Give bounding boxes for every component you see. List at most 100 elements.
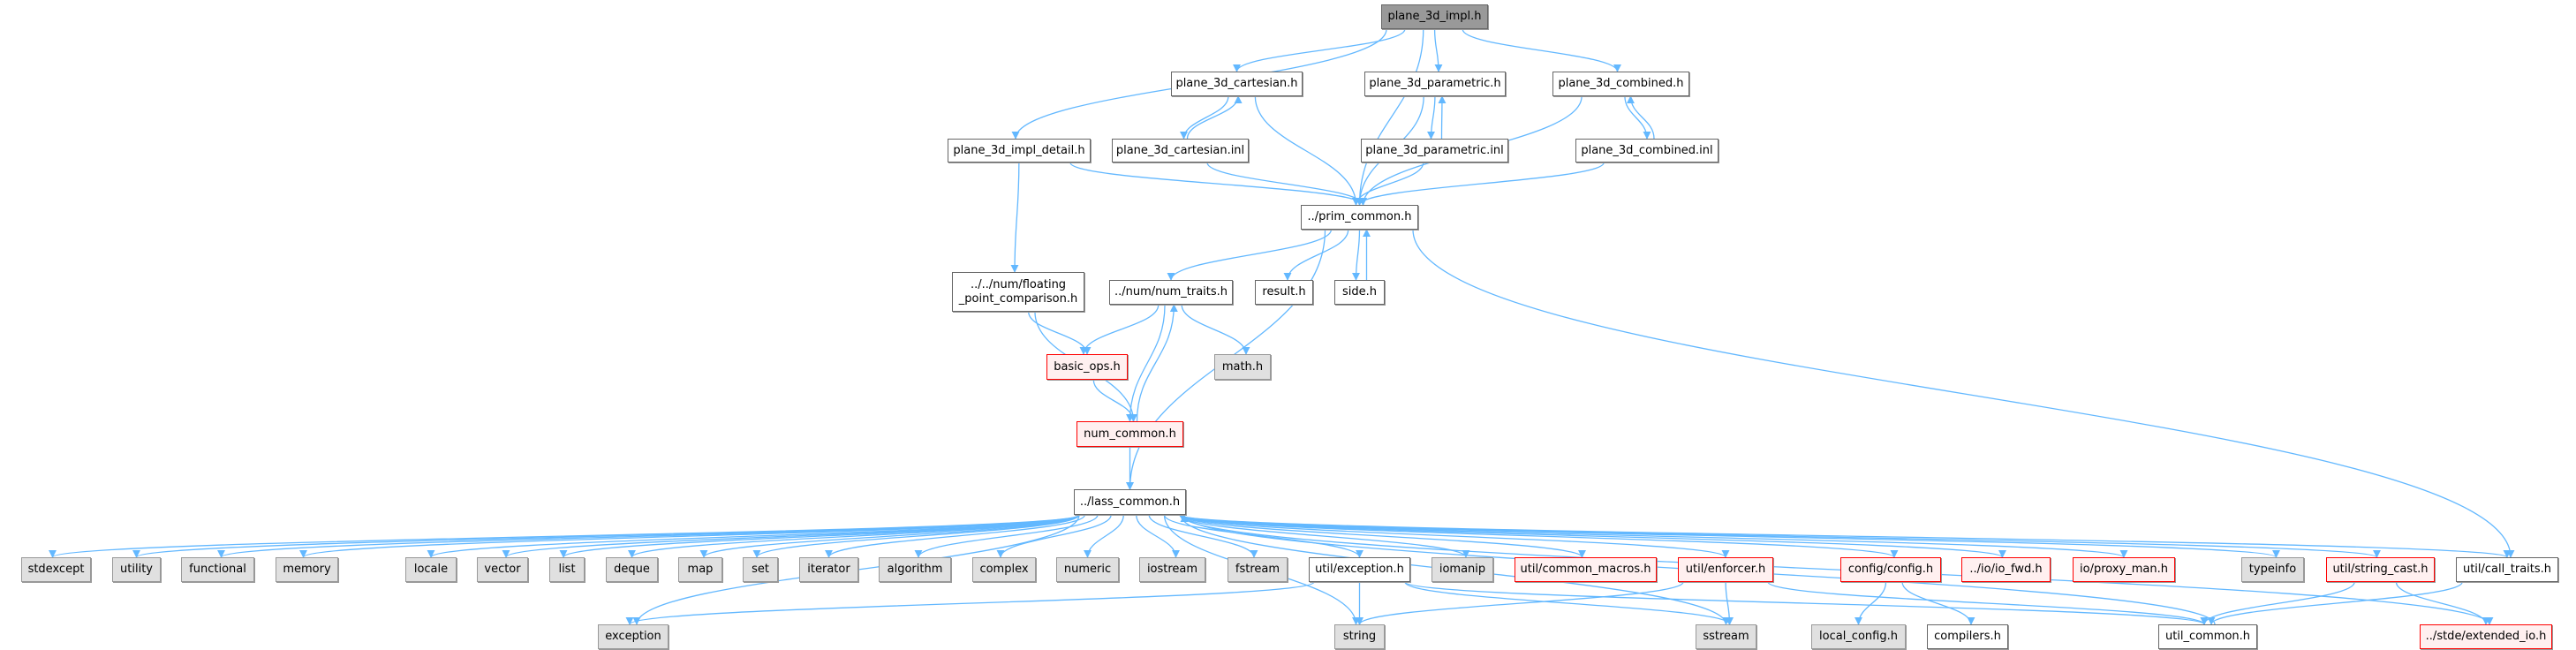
node-list: list	[549, 557, 585, 582]
node-complex: complex	[972, 557, 1036, 582]
edge-num_traits-to-math	[1181, 304, 1250, 355]
node-stdexcept: stdexcept	[21, 557, 91, 582]
node-basic-ops[interactable]: basic_ops.h	[1046, 354, 1128, 380]
node-para-inl[interactable]: plane_3d_parametric.inl	[1361, 139, 1508, 162]
edge-enforcer-to-util_common	[1767, 581, 2209, 625]
node-algorithm: algorithm	[879, 557, 951, 582]
node-cart-h[interactable]: plane_3d_cartesian.h	[1171, 72, 1303, 96]
edge-lass-to-deque	[628, 514, 1080, 558]
node-impl[interactable]: plane_3d_impl.h	[1381, 4, 1488, 29]
node-enforcer[interactable]: util/enforcer.h	[1678, 557, 1773, 582]
edge-cart_h-to-cart_inl	[1179, 95, 1229, 140]
node-exc-h[interactable]: util/exception.h	[1309, 557, 1410, 582]
edge-para_h-to-para_inl	[1426, 95, 1436, 140]
edge-impl-to-prim	[1355, 28, 1424, 206]
edge-lass-to-iterator	[825, 514, 1085, 558]
edge-lass-to-memory	[299, 514, 1080, 558]
node-proxy[interactable]: io/proxy_man.h	[2073, 557, 2175, 582]
node-prim[interactable]: ../prim_common.h	[1301, 205, 1418, 230]
edge-lass-to-iostream	[1136, 514, 1181, 558]
node-result[interactable]: result.h	[1255, 280, 1313, 305]
edge-lass-to-exc_h	[1163, 514, 1364, 558]
node-num-traits[interactable]: ../num/num_traits.h	[1109, 280, 1233, 305]
node-io-fwd[interactable]: ../io/io_fwd.h	[1961, 557, 2051, 582]
node-string: string	[1334, 624, 1385, 649]
edge-para_inl-to-prim	[1351, 162, 1424, 206]
edge-impl-to-comb_h	[1462, 28, 1621, 72]
edge-impl-to-cart_h	[1233, 28, 1406, 72]
node-iterator: iterator	[799, 557, 858, 582]
edge-lass-to-complex	[996, 514, 1112, 558]
edge-lass-to-typeinfo	[1180, 514, 2280, 558]
edge-prim-to-call_traits	[1412, 229, 2515, 558]
node-config[interactable]: config/config.h	[1840, 557, 1941, 582]
node-local-config: local_config.h	[1811, 624, 1906, 649]
node-locale: locale	[405, 557, 457, 582]
edge-detail-to-prim	[1069, 162, 1367, 206]
edge-lass-to-config	[1180, 514, 1899, 558]
node-map: map	[678, 557, 722, 582]
node-fstream: fstream	[1228, 557, 1288, 582]
edge-comb_h-to-comb_inl	[1624, 95, 1651, 140]
node-iomanip: iomanip	[1432, 557, 1493, 582]
node-string-cast[interactable]: util/string_cast.h	[2326, 557, 2435, 582]
edge-cart_h-to-prim	[1254, 95, 1361, 206]
edge-num_common-to-num_traits	[1136, 304, 1178, 422]
node-comb-inl[interactable]: plane_3d_combined.inl	[1575, 139, 1719, 162]
node-math: math.h	[1214, 354, 1271, 380]
node-set: set	[743, 557, 778, 582]
edge-prim-to-num_traits	[1167, 229, 1333, 281]
edge-lass-to-macros	[1180, 514, 1586, 558]
edge-basic_ops-to-num_common	[1092, 379, 1138, 422]
node-numeric: numeric	[1056, 557, 1119, 582]
edge-cart_inl-to-prim	[1206, 162, 1367, 206]
node-compilers[interactable]: compilers.h	[1927, 624, 2008, 649]
edge-lass-to-numeric	[1083, 514, 1124, 558]
edge-num_traits-to-num_common	[1125, 304, 1166, 422]
node-num-common[interactable]: num_common.h	[1076, 421, 1183, 447]
node-util-common[interactable]: util_common.h	[2158, 624, 2257, 649]
edge-call_traits-to-util_common	[2207, 581, 2463, 625]
edge-lass-to-enforcer	[1180, 514, 1730, 558]
node-deque: deque	[606, 557, 658, 582]
edge-enforcer-to-sstream	[1725, 581, 1734, 625]
node-floating[interactable]: ../../num/floating _point_comparison.h	[952, 272, 1084, 312]
edge-impl-to-para_h	[1433, 28, 1443, 72]
node-memory: memory	[276, 557, 338, 582]
node-para-h[interactable]: plane_3d_parametric.h	[1364, 72, 1506, 96]
node-functional: functional	[181, 557, 254, 582]
edge-lass-to-algorithm	[914, 514, 1099, 558]
edge-lass-to-string_cast	[1180, 514, 2381, 558]
edge-comb_inl-to-prim	[1356, 162, 1605, 206]
edge-lass-to-proxy	[1180, 514, 2128, 558]
edge-floating-to-basic_ops	[1028, 311, 1092, 355]
edge-prim-to-side	[1351, 229, 1361, 281]
edge-detail-to-floating	[1010, 162, 1020, 273]
edge-cart_inl-to-cart_h	[1186, 95, 1243, 140]
edge-exc_h-to-exception	[625, 581, 1315, 625]
node-utility: utility	[112, 557, 161, 582]
edge-lass-to-call_traits	[1180, 514, 2511, 558]
node-ext-io[interactable]: ../stde/extended_io.h	[2420, 624, 2552, 649]
edge-comb_inl-to-comb_h	[1626, 95, 1655, 140]
edge-config-to-compilers	[1901, 581, 1975, 625]
edge-config-to-local_config	[1854, 581, 1887, 625]
edge-lass-to-set	[752, 514, 1080, 558]
edge-num_traits-to-basic_ops	[1079, 304, 1160, 355]
node-comb-h[interactable]: plane_3d_combined.h	[1552, 72, 1689, 96]
edge-exc_h-to-util_common	[1404, 581, 2209, 625]
node-exception: exception	[598, 624, 669, 649]
edge-lass-to-fstream	[1148, 514, 1258, 558]
node-lass[interactable]: ../lass_common.h	[1074, 489, 1186, 515]
node-call-traits[interactable]: util/call_traits.h	[2456, 557, 2558, 582]
edge-lass-to-ext_io	[1180, 514, 2494, 625]
node-iostream: iostream	[1139, 557, 1205, 582]
node-detail[interactable]: plane_3d_impl_detail.h	[948, 139, 1091, 162]
node-side[interactable]: side.h	[1334, 280, 1385, 305]
edge-string_cast-to-ext_io	[2395, 581, 2490, 625]
edge-exc_h-to-sstream	[1404, 581, 1734, 625]
node-macros[interactable]: util/common_macros.h	[1515, 557, 1657, 582]
edge-lass-to-list	[559, 514, 1080, 558]
node-cart-inl[interactable]: plane_3d_cartesian.inl	[1112, 139, 1249, 162]
